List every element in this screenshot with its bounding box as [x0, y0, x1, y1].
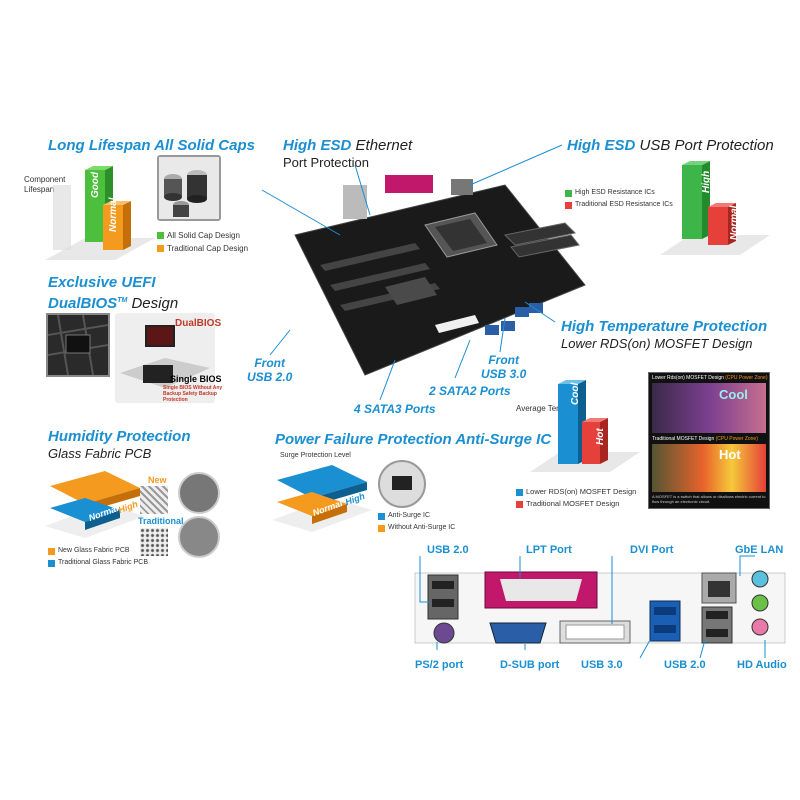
sata2-callout: 2 SATA2 Ports: [429, 384, 511, 398]
io-usb20-top-label: USB 2.0: [427, 544, 469, 556]
audio-line-out: [751, 594, 769, 612]
temp-legend: Lower RDS(on) MOSFET Design Traditional …: [516, 486, 636, 510]
uefi-title: Exclusive UEFI DualBIOSTM Design: [48, 274, 179, 312]
dsub-port: [489, 622, 547, 644]
capacitor-photo: [157, 155, 221, 221]
motherboard-image: [265, 175, 605, 385]
audio-line-in: [751, 570, 769, 588]
thermal-bottom-image: [652, 444, 766, 492]
io-dvi-label: DVI Port: [630, 544, 674, 556]
audio-mic: [751, 618, 769, 636]
anti-surge-ic-photo: [378, 460, 426, 508]
dual-bios-illustration: [115, 313, 215, 403]
temp-ylabel: Average Temp.: [516, 404, 570, 413]
io-gbe-label: GbE LAN: [735, 544, 784, 556]
pcb-new-closeup: [178, 472, 220, 514]
io-usb20-bottom-label: USB 2.0: [664, 659, 706, 671]
single-bios-label: Single BIOS: [170, 374, 222, 384]
front-usb2-callout: Front USB 2.0: [247, 356, 293, 384]
surge-title: Power Failure Protection Anti-Surge IC: [275, 431, 552, 448]
humidity-chart: [45, 466, 145, 538]
temp-sub: Lower RDS(on) MOSFET Design: [561, 336, 753, 351]
thermal-hot-label: Hot: [719, 447, 741, 462]
thermal-top-title: Lower Rds(on) MOSFET Design (CPU Power Z…: [652, 375, 768, 381]
normal-bar: [103, 205, 123, 250]
io-usb30-label: USB 3.0: [581, 659, 623, 671]
pcb-traditional-sample: [140, 528, 168, 556]
single-bios-note: Single BIOS Without Any Backup Safety Ba…: [163, 385, 223, 403]
ethernet-esd-sub: Port Protection: [283, 155, 369, 170]
bios-chip-photo: [46, 313, 110, 377]
humidity-title: Humidity Protection: [48, 428, 191, 445]
solid-caps-title: Long Lifespan All Solid Caps: [48, 137, 255, 154]
io-hd-audio-label: HD Audio: [737, 659, 787, 671]
solid-caps-legend: All Solid Cap Design Traditional Cap Des…: [157, 229, 248, 255]
ethernet-esd-title: High ESD Ethernet: [283, 137, 413, 154]
solid-caps-chart: [45, 160, 155, 265]
usb-esd-title: High ESD USB Port Protection: [567, 137, 774, 154]
thermal-caption: A MOSFET is a switch that allows or disa…: [652, 494, 766, 504]
pcb-new-sample: [140, 486, 168, 514]
humidity-traditional-tag: Traditional: [138, 516, 184, 526]
sata3-callout: 4 SATA3 Ports: [354, 402, 436, 416]
usb-esd-legend: High ESD Resistance ICs Traditional ESD …: [565, 187, 673, 211]
io-lpt-label: LPT Port: [526, 544, 572, 556]
thermal-cool-label: Cool: [719, 387, 748, 402]
humidity-new-tag: New: [148, 475, 167, 485]
dual-bios-label: DualBIOS: [175, 318, 222, 329]
front-usb3-callout: Front USB 3.0: [481, 353, 527, 381]
solid-caps-ylabel: Component Lifespan: [24, 175, 66, 194]
io-panel: [410, 555, 790, 655]
pcb-traditional-closeup: [178, 516, 220, 558]
io-ps2-label: PS/2 port: [415, 659, 464, 671]
thermal-top-image: [652, 383, 766, 433]
thermal-bottom-title: Traditional MOSFET Design (CPU Power Zon…: [652, 436, 758, 442]
humidity-legend: New Glass Fabric PCB Traditional Glass F…: [48, 545, 148, 569]
temp-chart: [530, 372, 640, 482]
temp-title: High Temperature Protection: [561, 318, 768, 335]
ps2-port: [433, 622, 455, 644]
io-dsub-label: D-SUB port: [500, 659, 560, 671]
humidity-sub: Glass Fabric PCB: [48, 446, 152, 461]
surge-chart: [272, 462, 372, 532]
surge-legend: Anti-Surge IC Without Anti-Surge IC: [378, 510, 455, 534]
thermal-panel: Lower Rds(on) MOSFET Design (CPU Power Z…: [648, 372, 770, 509]
usb-esd-chart: [660, 155, 770, 265]
surge-level-label: Surge Protection Level: [280, 452, 351, 459]
good-bar: [85, 170, 105, 242]
